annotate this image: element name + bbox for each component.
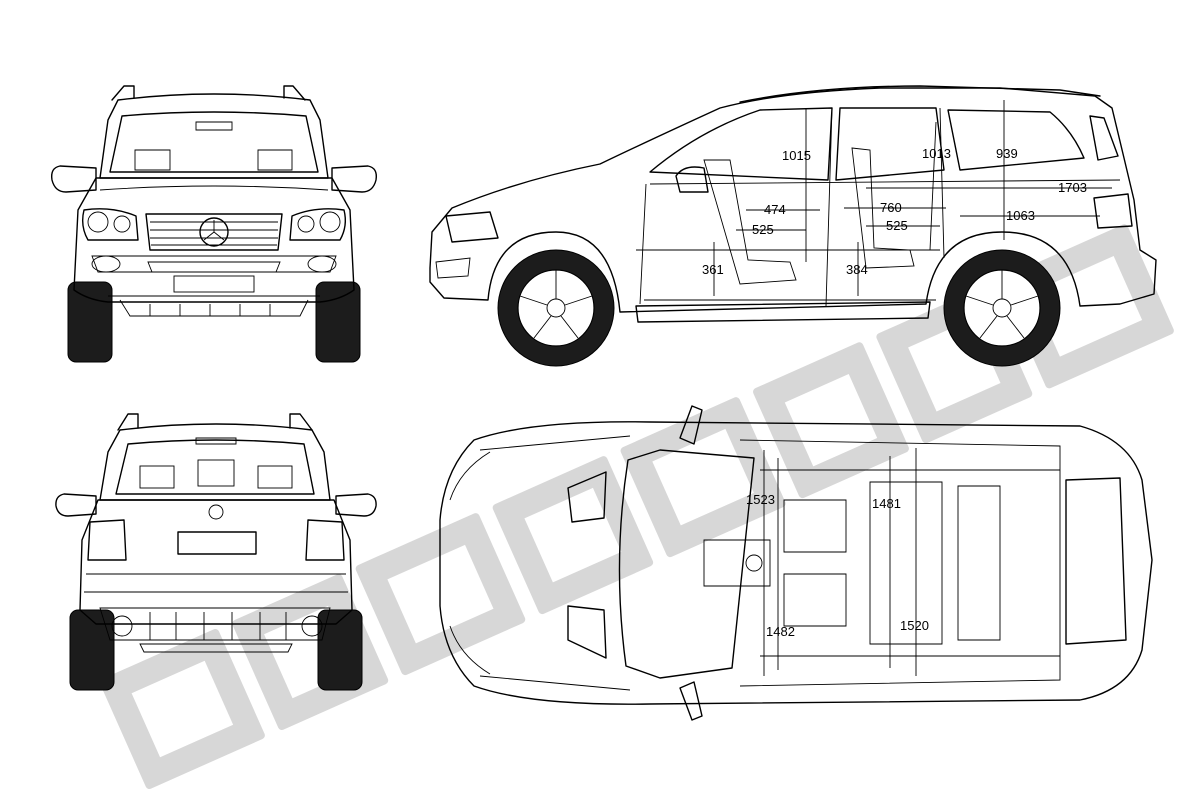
dim-525-rear: 525 — [886, 218, 908, 233]
dim-525-front: 525 — [752, 222, 774, 237]
dim-384: 384 — [846, 262, 868, 277]
dim-760: 760 — [880, 200, 902, 215]
rear-view — [55, 413, 377, 691]
dim-1523: 1523 — [746, 492, 775, 507]
dim-1703: 1703 — [1058, 180, 1087, 195]
dim-939: 939 — [996, 146, 1018, 161]
dim-1482: 1482 — [766, 624, 795, 639]
dimension-labels: 1015 1013 939 1703 474 760 525 525 1063 … — [702, 146, 1087, 639]
side-rear-wheel — [943, 249, 1061, 367]
dim-1520: 1520 — [900, 618, 929, 633]
front-view — [50, 85, 378, 363]
side-view — [429, 85, 1157, 367]
side-dimension-lines — [713, 100, 1112, 296]
side-front-wheel — [497, 249, 615, 367]
dim-1063: 1063 — [1006, 208, 1035, 223]
front-right-tire — [315, 281, 361, 363]
dim-1481: 1481 — [872, 496, 901, 511]
dim-1013: 1013 — [922, 146, 951, 161]
dim-1015: 1015 — [782, 148, 811, 163]
rear-left-tire — [69, 609, 115, 691]
top-dimension-lines — [763, 448, 917, 676]
dim-474: 474 — [764, 202, 786, 217]
rear-right-tire — [317, 609, 363, 691]
top-view — [439, 405, 1153, 721]
dim-361: 361 — [702, 262, 724, 277]
front-left-tire — [67, 281, 113, 363]
